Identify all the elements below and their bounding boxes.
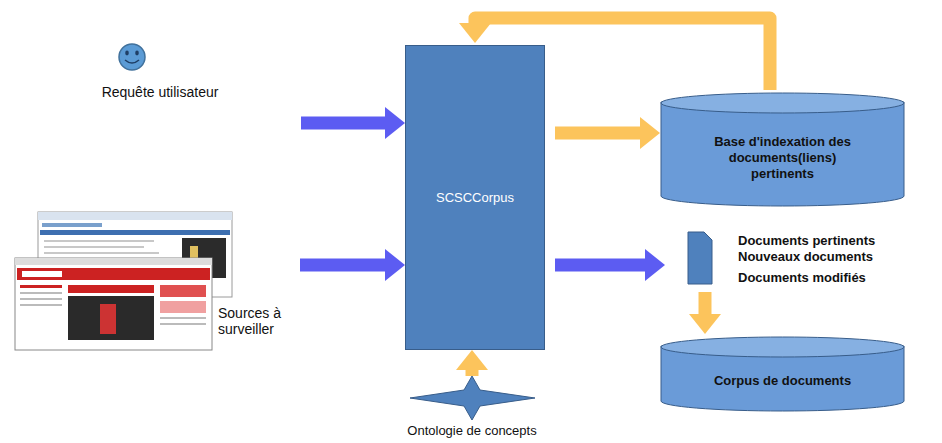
node-label: Documents modifiés bbox=[738, 270, 866, 286]
document-icon bbox=[688, 232, 712, 284]
arrow-shaft bbox=[301, 117, 386, 130]
screenshot-line bbox=[44, 252, 159, 254]
arrow-head bbox=[645, 249, 665, 281]
screenshot-line bbox=[160, 323, 206, 325]
screenshot-video bbox=[68, 296, 154, 340]
process-box: SCSCCorpus bbox=[405, 45, 545, 350]
node-label: Sources à surveiller bbox=[218, 305, 294, 337]
flow-arrow bbox=[689, 292, 721, 334]
ontology-node: Ontologie de concepts bbox=[372, 372, 578, 442]
node-label: Documents pertinents bbox=[738, 233, 875, 249]
node-label: SCSCCorpus bbox=[436, 190, 514, 206]
database-cylinder: Base d'indexation des documents(liens) p… bbox=[660, 92, 905, 207]
user-smile bbox=[125, 60, 139, 63]
screenshot-line bbox=[44, 240, 154, 242]
screenshot-line bbox=[20, 285, 62, 288]
website-screenshot bbox=[15, 258, 212, 350]
screenshot-titlebar bbox=[15, 258, 212, 265]
node-label: Base d'indexation des documents(liens) p… bbox=[700, 134, 865, 182]
screenshot-logo bbox=[22, 271, 62, 277]
arrow-head bbox=[385, 107, 405, 139]
user-icon bbox=[119, 44, 145, 70]
flow-arrow bbox=[300, 249, 405, 281]
screenshot-block bbox=[160, 285, 206, 297]
screenshot-header bbox=[17, 268, 210, 280]
arrow-shaft bbox=[699, 292, 712, 315]
arrow-shaft bbox=[555, 127, 641, 140]
cylinder-body bbox=[661, 102, 904, 206]
arrow-head bbox=[385, 249, 405, 281]
node-label: Corpus de documents bbox=[714, 373, 851, 389]
arrow-shaft bbox=[466, 369, 479, 376]
arrow-head bbox=[459, 23, 491, 43]
arrow-head bbox=[640, 117, 660, 149]
screenshot-line bbox=[20, 298, 62, 300]
screenshot-logo bbox=[42, 223, 102, 227]
user-face bbox=[119, 44, 145, 70]
flow-arrow bbox=[555, 117, 660, 149]
flow-arrow bbox=[555, 249, 665, 281]
database-cylinder: Corpus de documents bbox=[660, 336, 905, 412]
user-eye bbox=[135, 51, 139, 56]
box-body bbox=[406, 46, 545, 350]
node-label: Requête utilisateur bbox=[60, 84, 260, 100]
sources-group: Sources à surveiller bbox=[10, 205, 300, 350]
user-eye bbox=[125, 51, 129, 56]
user-request: Requête utilisateur bbox=[60, 40, 266, 135]
screenshot-line bbox=[20, 292, 62, 294]
screenshot-bar bbox=[68, 285, 154, 293]
node-label: Ontologie de concepts bbox=[372, 423, 572, 439]
node-label: Nouveaux documents bbox=[738, 249, 873, 265]
screenshot-line bbox=[20, 304, 62, 306]
cylinder-top bbox=[661, 337, 904, 357]
screenshot-line bbox=[44, 246, 144, 248]
arrow-head bbox=[689, 314, 721, 334]
cylinder-top bbox=[661, 93, 904, 113]
screenshot-block bbox=[160, 301, 206, 313]
arrow-shaft bbox=[555, 259, 646, 272]
screenshot-line bbox=[160, 317, 206, 319]
flow-arrow bbox=[456, 350, 488, 376]
screenshot-nav bbox=[40, 230, 230, 235]
arrow-shaft bbox=[300, 259, 386, 272]
flow-arrow bbox=[301, 107, 405, 139]
screenshot-frame bbox=[15, 258, 212, 350]
screenshot-figure bbox=[100, 304, 116, 334]
ontology-star bbox=[410, 376, 535, 420]
document-output: Documents pertinentsNouveaux documentsDo… bbox=[685, 230, 915, 288]
screenshot-titlebar bbox=[38, 212, 232, 220]
arrow-head bbox=[456, 350, 488, 370]
